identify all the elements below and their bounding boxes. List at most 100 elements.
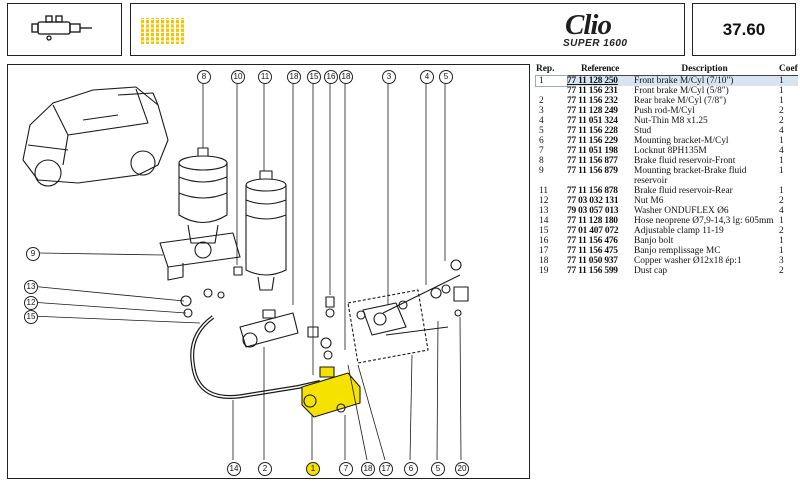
row-rep: 4 [539,116,544,126]
row-rep: 16 [539,236,549,246]
callout-left-3: 15 [24,310,38,324]
row-rep: 12 [539,196,549,206]
row-coef: 2 [779,196,784,206]
row-reference: 79 03 057 013 [567,206,619,216]
header-coef: Coef [779,64,798,74]
clio-logo-word: Clio [565,9,612,41]
row-reference: 77 01 407 072 [567,226,619,236]
row-rep: 3 [539,106,544,116]
table-row[interactable]: 77 11 156 231 Front brake M/Cyl (5/8") 1 [536,86,798,96]
diagram-canvas [22,84,469,461]
callout-bottom-7: 5 [431,462,445,476]
row-coef: 1 [779,136,784,146]
row-description: Banjo bolt [634,236,674,246]
row-description: Stud [634,126,652,136]
row-coef: 1 [779,86,784,96]
row-coef: 1 [779,156,784,166]
row-reference: 77 11 128 180 [567,216,618,226]
row-rep: 1 [535,75,568,87]
table-row[interactable]: 7 77 11 051 198 Locknut 8PH135M 4 [536,146,798,156]
row-description: Dust cap [634,266,668,276]
row-reference: 77 11 156 232 [567,96,618,106]
row-rep [536,86,567,96]
row-coef: 2 [779,226,784,236]
page-number-box: 37.60 [692,3,796,56]
row-coef: 2 [779,106,784,116]
row-rep: 9 [539,166,544,176]
callout-top-7: 3 [382,70,396,84]
row-rep: 8 [539,156,544,166]
row-description: Brake fluid reservoir-Front [634,156,736,166]
row-rep: 15 [539,226,549,236]
row-description: Rear brake M/Cyl (7/8") [634,96,727,106]
master-cylinder-icon [31,15,92,41]
callout-bottom-8: 20 [455,462,469,476]
rear-master-cylinder-drawing [239,309,299,348]
car-silhouette-illustration [22,86,169,187]
row-reference: 77 11 156 231 [567,86,618,96]
callout-bottom-1: 2 [258,462,272,476]
row-rep: 7 [539,146,544,156]
row-coef: 4 [779,146,784,156]
row-reference: 77 11 051 198 [567,146,618,156]
row-description: Push rod-M/Cyl [634,106,695,116]
row-coef: 1 [779,236,784,246]
callout-top-2: 11 [258,70,272,84]
front-reservoir-drawing [159,147,241,281]
row-rep: 18 [539,256,549,266]
row-description: Brake fluid reservoir-Rear [634,186,733,196]
callout-bottom-3: 7 [339,462,353,476]
row-description: Banjo remplissage MC [634,246,721,256]
row-rep: 14 [539,216,549,226]
row-reference: 77 03 032 131 [567,196,619,206]
row-reference: 77 11 156 229 [567,136,618,146]
row-description: Washer ONDUFLEX Ø6 [634,206,729,216]
parts-table-header: Rep. Reference Description Coef [536,64,798,76]
callout-top-3: 18 [287,70,301,84]
row-description: Locknut 8PH135M [634,146,707,156]
header-rep: Rep. [536,64,555,74]
callout-top-1: 10 [231,70,245,84]
row-coef: 1 [779,186,784,196]
callout-bottom-5: 17 [379,462,393,476]
header-banner [130,3,685,56]
callout-left-0: 9 [26,247,40,261]
rear-reservoir-drawing [245,170,287,291]
row-rep: 13 [539,206,549,216]
callout-top-0: 8 [197,70,211,84]
row-description: Front brake M/Cyl (7/10") [634,76,734,86]
table-row[interactable]: 3 77 11 128 249 Push rod-M/Cyl 2 [536,106,798,116]
row-coef: 1 [779,216,784,226]
callout-top-8: 4 [420,70,434,84]
row-description: Front brake M/Cyl (5/8") [634,86,729,96]
row-rep: 2 [539,96,544,106]
row-coef: 3 [779,256,784,266]
row-coef: 4 [779,206,784,216]
clio-logo-subtitle: SUPER 1600 [563,38,628,49]
callout-top-9: 5 [439,70,453,84]
page-number: 37.60 [722,19,766,39]
callout-top-6: 18 [339,70,353,84]
row-coef: 4 [779,126,784,136]
row-reference: 77 11 051 324 [567,116,618,126]
row-reference: 77 11 128 249 [567,106,618,116]
table-row[interactable]: 13 79 03 057 013 Washer ONDUFLEX Ø6 4 [536,206,798,216]
